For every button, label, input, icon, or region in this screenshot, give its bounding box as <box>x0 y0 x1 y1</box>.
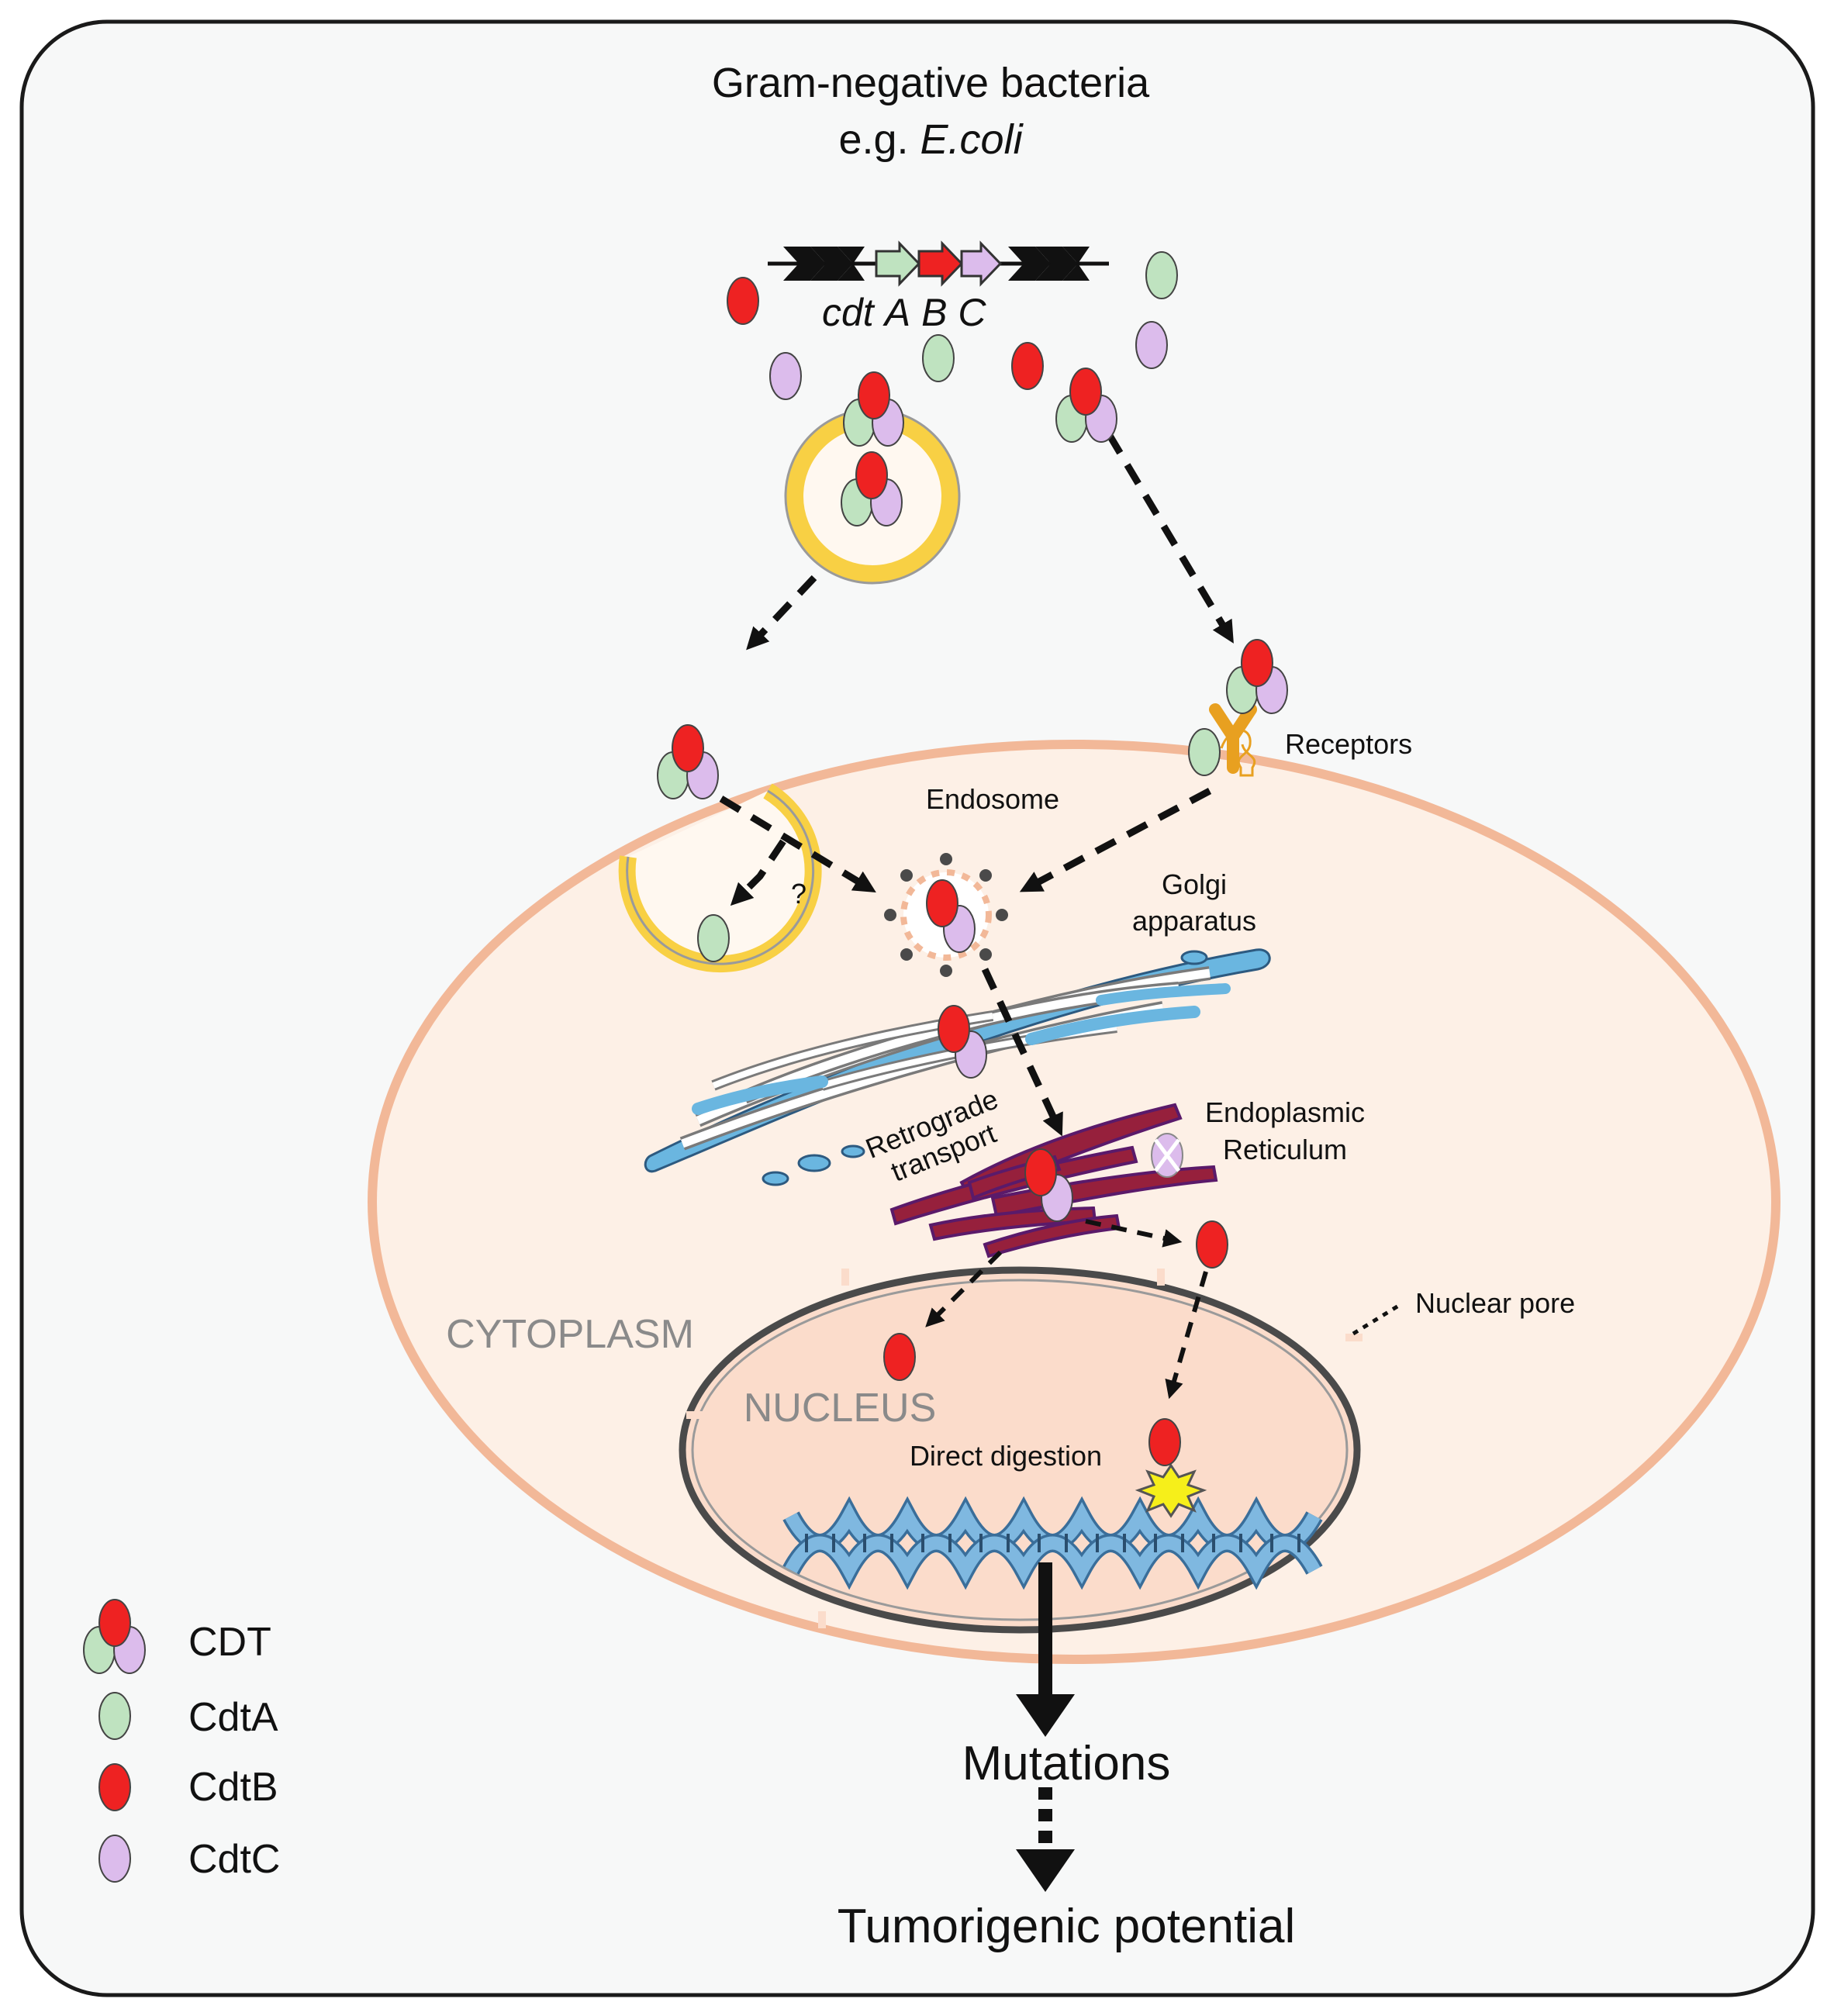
legend-cdtC-icon <box>98 1835 131 1883</box>
cdt-holotoxin <box>657 724 719 799</box>
nucleus-label: NUCLEUS <box>744 1386 937 1431</box>
flank-gene-icon <box>838 247 865 281</box>
flank-gene-icon <box>810 247 853 281</box>
cdt-holotoxin <box>1226 639 1288 714</box>
arrow-cdtB-to-dna <box>1165 1271 1208 1400</box>
legend-cdtB-icon <box>98 1763 131 1811</box>
nuclear-pore-leader <box>1352 1303 1401 1336</box>
released-cdtA <box>697 914 730 962</box>
er-label-line2: Reticulum <box>1223 1134 1347 1165</box>
receptor-y-icon <box>1209 703 1257 774</box>
question-mark-label: ? <box>791 878 806 910</box>
legend-cdt-icon <box>83 1599 146 1674</box>
receptor-bound-cdtA <box>1188 728 1221 776</box>
arrow-endosome-to-er <box>981 968 1063 1137</box>
endosome-cdtBC <box>926 879 976 953</box>
er-cdtBC <box>1024 1148 1073 1222</box>
arrow-er-to-nucleus <box>925 1250 1003 1327</box>
arrow-to-tumorigenic-head <box>1016 1849 1075 1892</box>
flank-gene-icon <box>1035 247 1078 281</box>
cytoplasm-label: CYTOPLASM <box>446 1312 694 1357</box>
title-line2: e.g. E.coli <box>838 116 1024 163</box>
nuclear-cdtB <box>883 1333 916 1381</box>
arrow-to-mutations-head <box>1016 1694 1075 1737</box>
cdtB-gene-arrow <box>917 240 964 287</box>
cdt-holotoxin <box>841 451 903 526</box>
free-cdtC-subunit <box>1135 321 1168 369</box>
cdt-gene-cluster <box>768 240 1109 287</box>
free-cdtB-subunit <box>727 277 759 325</box>
golgi-label-line1: Golgi <box>1162 868 1227 900</box>
legend-cdtA-label: CdtA <box>188 1695 278 1740</box>
digestion-burst-icon <box>1135 1463 1207 1518</box>
er-label-line1: Endoplasmic <box>1205 1096 1365 1128</box>
free-cdtC-subunit <box>769 352 802 400</box>
free-cdtA-subunit <box>922 334 955 382</box>
dna-bound-cdtB <box>1148 1418 1181 1466</box>
nuclear-pore-icon <box>686 1269 1363 1628</box>
legend-cdtB-label: CdtB <box>188 1765 278 1810</box>
cytoplasmic-cdtB <box>1196 1220 1228 1269</box>
golgi-label-line2: apparatus <box>1132 905 1256 937</box>
cdt-holotoxin <box>1055 368 1117 443</box>
arrow-vesicle-to-cell <box>746 575 817 651</box>
title-line1: Gram-negative bacteria <box>712 60 1150 106</box>
free-cdtB-subunit <box>1011 342 1044 390</box>
direct-digestion-label: Direct digestion <box>910 1440 1102 1472</box>
endosome-label: Endosome <box>926 783 1059 815</box>
cdtC-gene-arrow <box>960 240 1003 287</box>
tumorigenic-label: Tumorigenic potential <box>838 1900 1295 1953</box>
legend-cdt-label: CDT <box>188 1620 271 1665</box>
pathway-arrows <box>719 432 1234 1137</box>
arrow-er-to-cdtB <box>1085 1219 1183 1248</box>
receptors-label: Receptors <box>1285 728 1412 760</box>
free-cdtA-subunit <box>1145 251 1178 299</box>
flank-gene-icon <box>1008 247 1051 281</box>
cdtA-gene-arrow <box>875 240 921 287</box>
arrow-vesicle-to-endosome <box>719 796 876 892</box>
legend-cdtC-label: CdtC <box>188 1837 280 1882</box>
golgi-cdtBC <box>938 1005 987 1079</box>
dna-helix-icon <box>782 1496 1323 1590</box>
legend-cdtA-icon <box>98 1692 131 1740</box>
arrow-holotoxin-to-receptor <box>1106 432 1234 644</box>
cdt-holotoxin <box>843 371 904 447</box>
nuclear-arrows <box>925 1219 1208 1400</box>
endocytic-vesicle-outline <box>626 789 815 965</box>
legend: CDT CdtA CdtB CdtC <box>83 1599 280 1883</box>
arrow-unknown-route <box>730 839 786 906</box>
endosome-coat-dots <box>884 853 1008 977</box>
cdtC-fragment-icon <box>1151 1133 1183 1178</box>
flank-gene-icon <box>783 247 826 281</box>
nuclear-pore-label: Nuclear pore <box>1415 1287 1575 1319</box>
flank-gene-icon <box>1062 247 1090 281</box>
nucleus-inner-membrane <box>691 1279 1349 1621</box>
mutations-label: Mutations <box>962 1737 1171 1790</box>
